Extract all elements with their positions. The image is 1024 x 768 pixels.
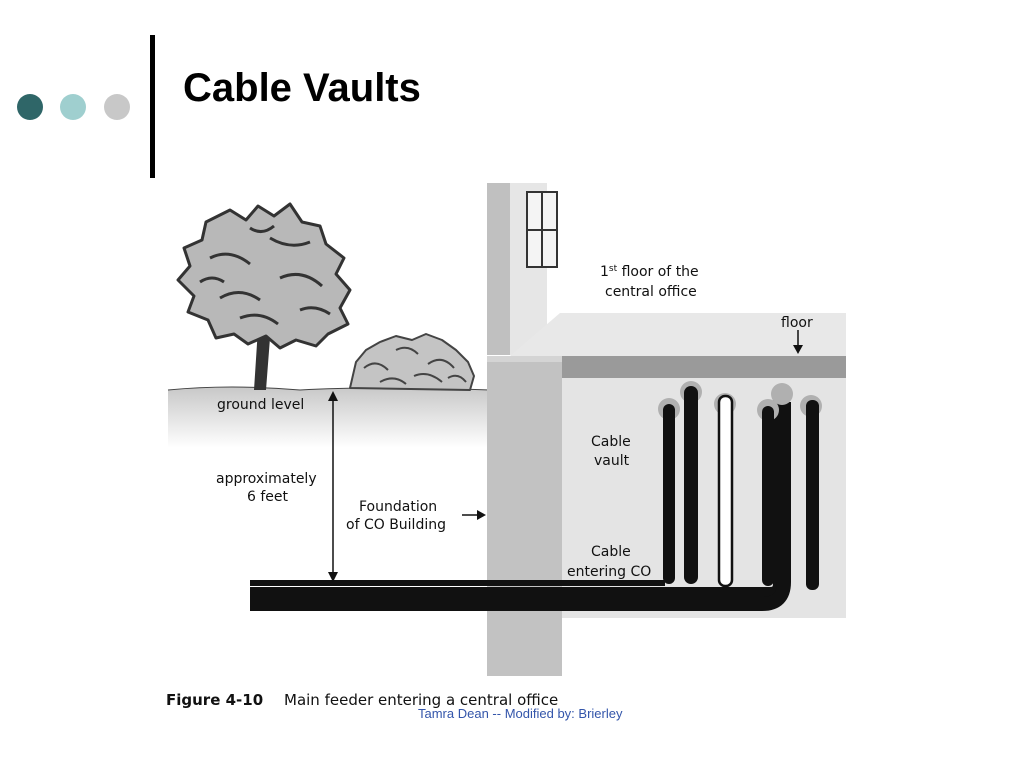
- feeder-cables: [250, 394, 791, 611]
- decor-dot-dark: [17, 94, 43, 120]
- label-cable-entering-1: Cable: [591, 544, 631, 560]
- figure-number: Figure 4-10: [166, 691, 263, 709]
- label-foundation-1: Foundation: [359, 499, 437, 515]
- tree-icon: [176, 202, 352, 390]
- label-cable-entering-2: entering CO: [567, 564, 651, 580]
- slide-footer: Tamra Dean -- Modified by: Brierley: [418, 706, 623, 721]
- label-approx-2: 6 feet: [247, 489, 289, 505]
- slide-title: Cable Vaults: [183, 66, 421, 110]
- label-foundation-2: of CO Building: [346, 517, 446, 533]
- decor-dot-light: [60, 94, 86, 120]
- figure-caption: Main feeder entering a central office: [284, 691, 558, 709]
- foundation-column: [487, 356, 562, 676]
- bush-icon: [349, 333, 475, 391]
- label-approx-1: approximately: [216, 471, 317, 487]
- label-cable-vault-1: Cable: [591, 434, 631, 450]
- ground: [168, 387, 490, 448]
- cable-vault-room: [562, 378, 846, 618]
- first-floor-slab: [510, 313, 846, 356]
- window-icon: [526, 191, 558, 268]
- floor-arrow: [793, 330, 803, 354]
- floor-band: [562, 356, 846, 378]
- decor-dot-gray: [104, 94, 130, 120]
- label-first-floor-2: central office: [605, 284, 697, 300]
- cable-vault-diagram: 1st floor of the central office floor gr…: [166, 183, 846, 709]
- foundation-arrow: [462, 510, 486, 520]
- vault-cables: [658, 381, 822, 590]
- building-wall: [487, 183, 510, 355]
- label-ground-level: ground level: [217, 397, 304, 413]
- label-floor: floor: [781, 315, 813, 331]
- depth-dimension-arrow: [328, 391, 338, 582]
- label-cable-vault-2: vault: [594, 453, 630, 469]
- label-first-floor: 1st floor of the: [600, 264, 699, 280]
- title-rule: [150, 35, 155, 178]
